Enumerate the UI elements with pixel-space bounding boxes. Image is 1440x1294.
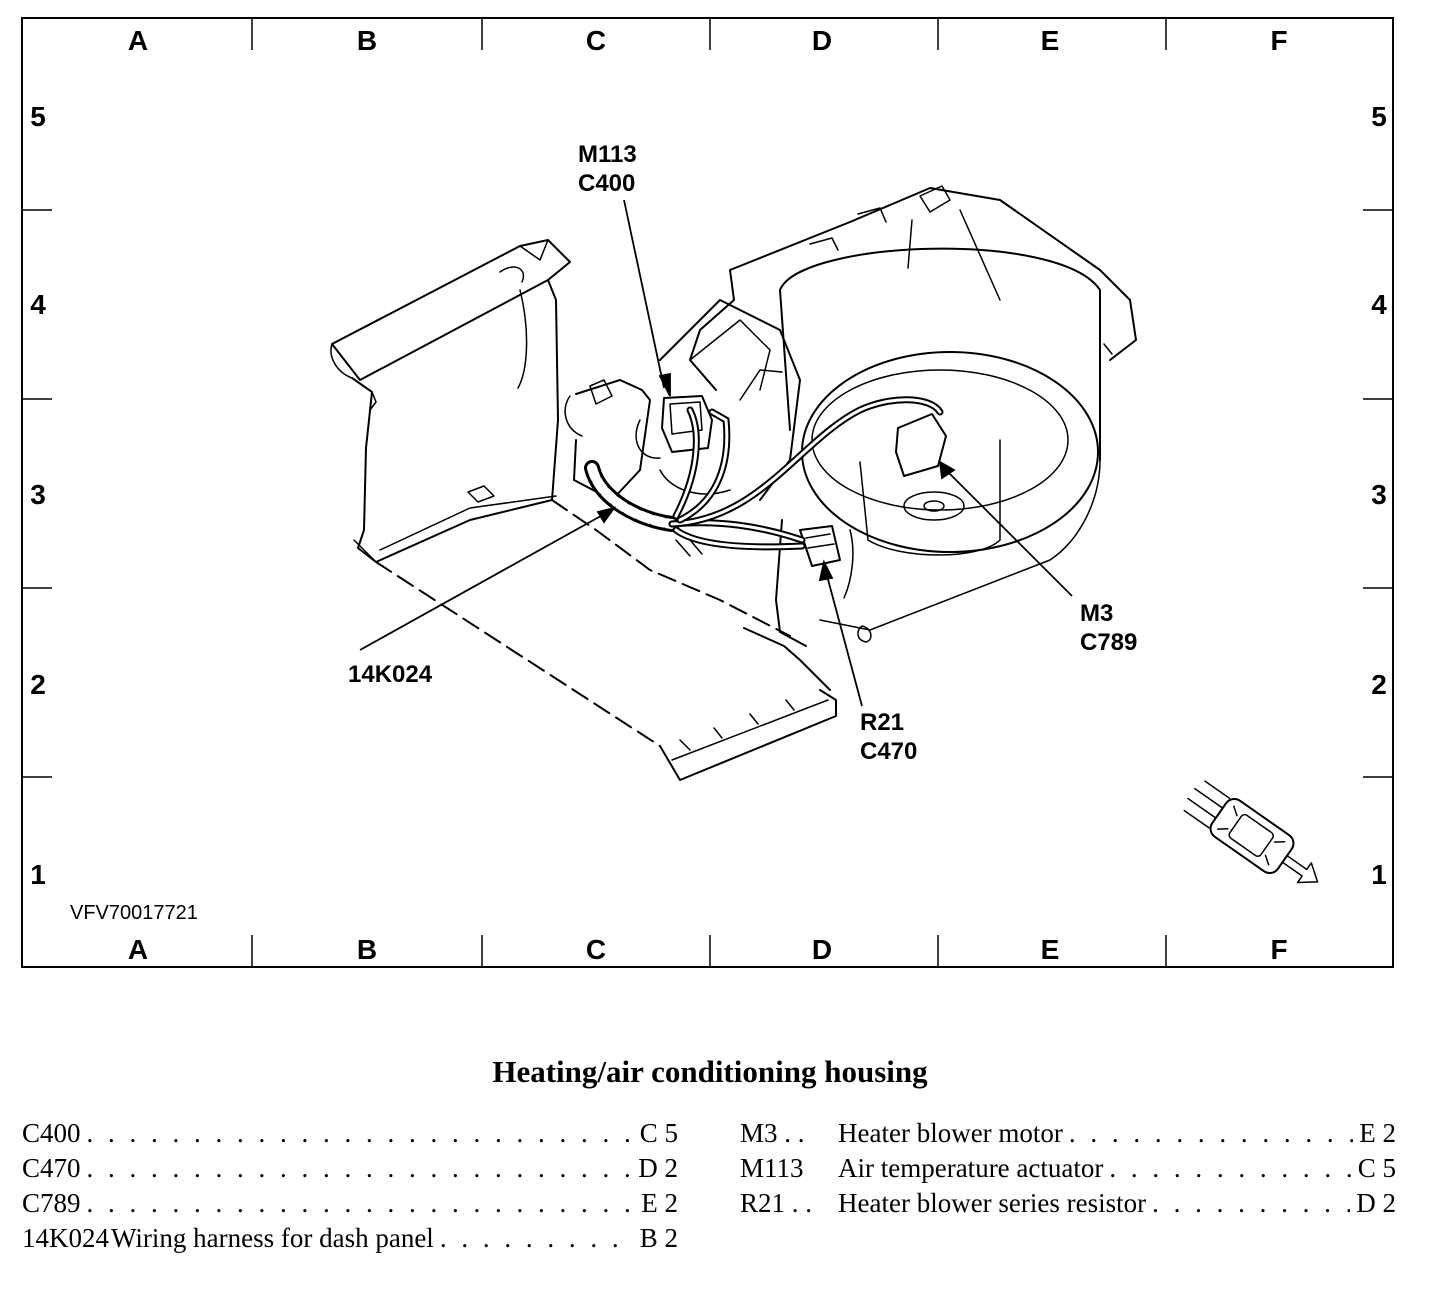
col-label-f-top: F (1270, 25, 1287, 56)
row-label-4-left: 4 (30, 289, 46, 320)
legend-location: E 2 (1359, 1118, 1396, 1148)
col-label-e-top: E (1041, 25, 1060, 56)
legend-row: 14K024 Wiring harness for dash panel . .… (22, 1223, 678, 1258)
callout-c470: C470 (860, 738, 917, 765)
row-label-5-left: 5 (30, 101, 46, 132)
legend-row: C789 . . . . . . . . . . . . . . . . . .… (22, 1188, 678, 1223)
callout-m3: M3 (1080, 600, 1113, 627)
legend-description: Air temperature actuator (838, 1153, 1104, 1183)
row-label-1-left: 1 (30, 859, 46, 890)
callout-14k024: 14K024 (348, 661, 433, 688)
row-label-1-right: 1 (1371, 859, 1387, 890)
callout-r21: R21 (860, 709, 904, 736)
legend-code: C400 (22, 1118, 81, 1148)
leader-dots: . . . . . . . . . . . . . . . . . . . . … (439, 1223, 634, 1253)
legend-description: Wiring harness for dash panel (111, 1223, 434, 1253)
row-label-2-right: 2 (1371, 669, 1387, 700)
col-label-c-bottom: C (586, 934, 606, 965)
col-label-b-top: B (357, 25, 377, 56)
legend-code: M113 (740, 1153, 804, 1183)
legend-description: Heater blower series resistor (838, 1188, 1147, 1218)
col-label-a-top: A (128, 25, 148, 56)
col-label-d-top: D (812, 25, 832, 56)
col-label-c-top: C (586, 25, 606, 56)
legend-location: E 2 (641, 1188, 678, 1218)
leader-dots: . . . . . . . . . . . . . . . . . . . . … (1152, 1188, 1350, 1218)
legend-location: D 2 (1356, 1188, 1396, 1218)
column-dividers (251, 18, 1167, 967)
legend-code: C470 (22, 1153, 81, 1183)
legend-code: C789 (22, 1188, 81, 1218)
leader-dots: . . . . . . . . . . . . . . . . . . . . … (1068, 1118, 1353, 1148)
legend-location: D 2 (638, 1153, 678, 1183)
legend-location: C 5 (639, 1118, 678, 1148)
callout-c789: C789 (1080, 629, 1137, 656)
legend-right-column: M3 . . Heater blower motor . . . . . . .… (740, 1118, 1396, 1223)
row-label-3-right: 3 (1371, 479, 1387, 510)
legend-code: 14K024 (22, 1223, 109, 1253)
col-label-d-bottom: D (812, 934, 832, 965)
legend-row: M3 . . Heater blower motor . . . . . . .… (740, 1118, 1396, 1153)
callout-m113: M113 (578, 141, 637, 168)
legend-row: C400 . . . . . . . . . . . . . . . . . .… (22, 1118, 678, 1153)
row-label-5-right: 5 (1371, 101, 1387, 132)
legend-code: R21 . . (740, 1188, 813, 1218)
leader-dots: . . . . . . . . . . . . . . . . . . . . … (86, 1118, 634, 1148)
row-dividers (22, 209, 1393, 778)
legend-row: M113 Air temperature actuator . . . . . … (740, 1153, 1396, 1188)
legend-row: R21 . . Heater blower series resistor . … (740, 1188, 1396, 1223)
legend-location: C 5 (1357, 1153, 1396, 1183)
vehicle-direction-icon (1183, 780, 1319, 884)
leader-dots: . . . . . . . . . . . . . . . . . . . . … (86, 1188, 636, 1218)
col-label-f-bottom: F (1270, 934, 1287, 965)
row-label-3-left: 3 (30, 479, 46, 510)
figure-id: VFV70017721 (70, 902, 198, 924)
caption-title: Heating/air conditioning housing (492, 1054, 928, 1089)
row-label-4-right: 4 (1371, 289, 1387, 320)
col-label-e-bottom: E (1041, 934, 1060, 965)
row-label-2-left: 2 (30, 669, 46, 700)
leader-dots: . . . . . . . . . . . . . . . . . . . . … (1109, 1153, 1351, 1183)
grid-frame (21, 17, 1394, 968)
legend-code: M3 . . (740, 1118, 805, 1148)
col-label-a-bottom: A (128, 934, 148, 965)
legend-description: Heater blower motor (838, 1118, 1063, 1148)
col-label-b-bottom: B (357, 934, 377, 965)
legend-left-column: C400 . . . . . . . . . . . . . . . . . .… (22, 1118, 678, 1258)
component-location-diagram: A B C D E F A B C D E F 5 4 3 2 1 5 4 3 … (21, 17, 1394, 968)
legend-row: C470 . . . . . . . . . . . . . . . . . .… (22, 1153, 678, 1188)
hvac-housing-drawing (330, 185, 1137, 781)
leader-dots: . . . . . . . . . . . . . . . . . . . . … (86, 1153, 633, 1183)
legend-location: B 2 (639, 1223, 678, 1253)
callout-c400: C400 (578, 170, 635, 197)
callout-leaders (359, 199, 1073, 707)
